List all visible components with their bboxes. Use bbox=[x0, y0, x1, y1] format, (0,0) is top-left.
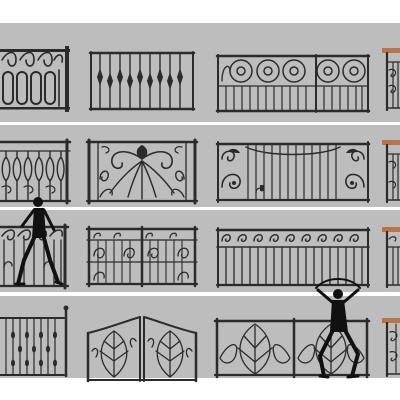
dancing-person-figure bbox=[308, 276, 368, 382]
railing-circle-scroll bbox=[215, 53, 371, 113]
railing-wood-cap-1 bbox=[382, 48, 400, 112]
railing-grid-scroll bbox=[85, 225, 199, 288]
leaf-double-gate bbox=[86, 311, 198, 383]
railing-wood-cap-2 bbox=[382, 140, 400, 204]
railing-bird-scroll bbox=[215, 141, 371, 203]
railing-acanthus-scroll bbox=[85, 138, 199, 205]
walking-person-figure bbox=[14, 196, 64, 288]
railing-scroll-frieze bbox=[215, 227, 371, 289]
railing-wood-cap-4 bbox=[382, 318, 400, 378]
railing-scroll-ring bbox=[0, 46, 72, 112]
railing-teardrop-bar bbox=[0, 305, 72, 378]
railing-wood-cap-3 bbox=[382, 227, 400, 289]
railing-spear-bar bbox=[88, 50, 196, 112]
